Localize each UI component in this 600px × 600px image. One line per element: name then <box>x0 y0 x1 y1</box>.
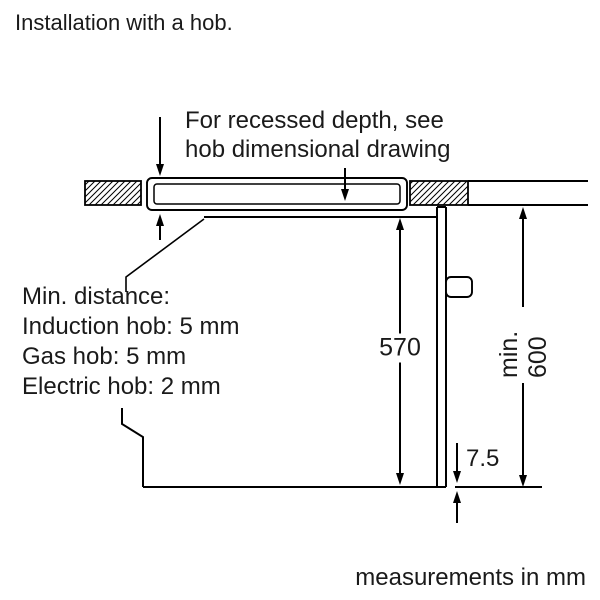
hob-inner-pan <box>153 183 401 205</box>
oven-outline <box>121 206 473 488</box>
min-distance-note: Min. distance: Induction hob: 5 mm Gas h… <box>22 282 239 402</box>
dim-570-label: 570 <box>374 333 426 363</box>
control-knob <box>445 276 473 298</box>
min-distance-gas: Gas hob: 5 mm <box>22 343 187 370</box>
dim-7-5-label: 7.5 <box>464 445 502 473</box>
arrow-down-left-head <box>156 164 164 176</box>
hob-outline <box>146 177 408 211</box>
min-distance-electric: Electric hob: 2 mm <box>22 373 221 400</box>
min-distance-arrow <box>156 214 164 240</box>
min-distance-induction: Induction hob: 5 mm <box>22 313 240 340</box>
dim-570-arrow-down <box>396 473 404 485</box>
worktop-right-hatch <box>409 180 469 206</box>
hob-outer-pan <box>146 177 408 211</box>
dim-min-600-label: min. 600 <box>495 307 553 383</box>
recessed-depth-note-line1: For recessed depth, see <box>185 107 444 134</box>
recessed-depth-note-line2: hob dimensional drawing <box>185 136 451 163</box>
dim-75-arrow-up <box>453 491 461 503</box>
dim-600-arrow-down <box>519 475 527 487</box>
cabinet-left-break-line <box>121 408 144 487</box>
recessed-depth-arrows <box>156 117 349 201</box>
dim-570-arrow-up <box>396 218 404 230</box>
dim-600-arrow-up <box>519 207 527 219</box>
worktop-section <box>84 180 588 206</box>
min-distance-heading: Min. distance: <box>22 283 171 310</box>
cabinet-top-break-line <box>125 218 205 292</box>
page-title: Installation with a hob. <box>15 10 233 35</box>
measurements-note: measurements in mm <box>355 564 586 591</box>
recessed-depth-note: For recessed depth, see hob dimensional … <box>185 106 451 164</box>
dim-75-arrow-down <box>453 471 461 483</box>
worktop-left-hatch <box>84 180 142 206</box>
arrow-up-gap-head <box>156 214 164 226</box>
dimension-7-5 <box>453 443 461 523</box>
arrow-down-center-head <box>341 189 349 201</box>
